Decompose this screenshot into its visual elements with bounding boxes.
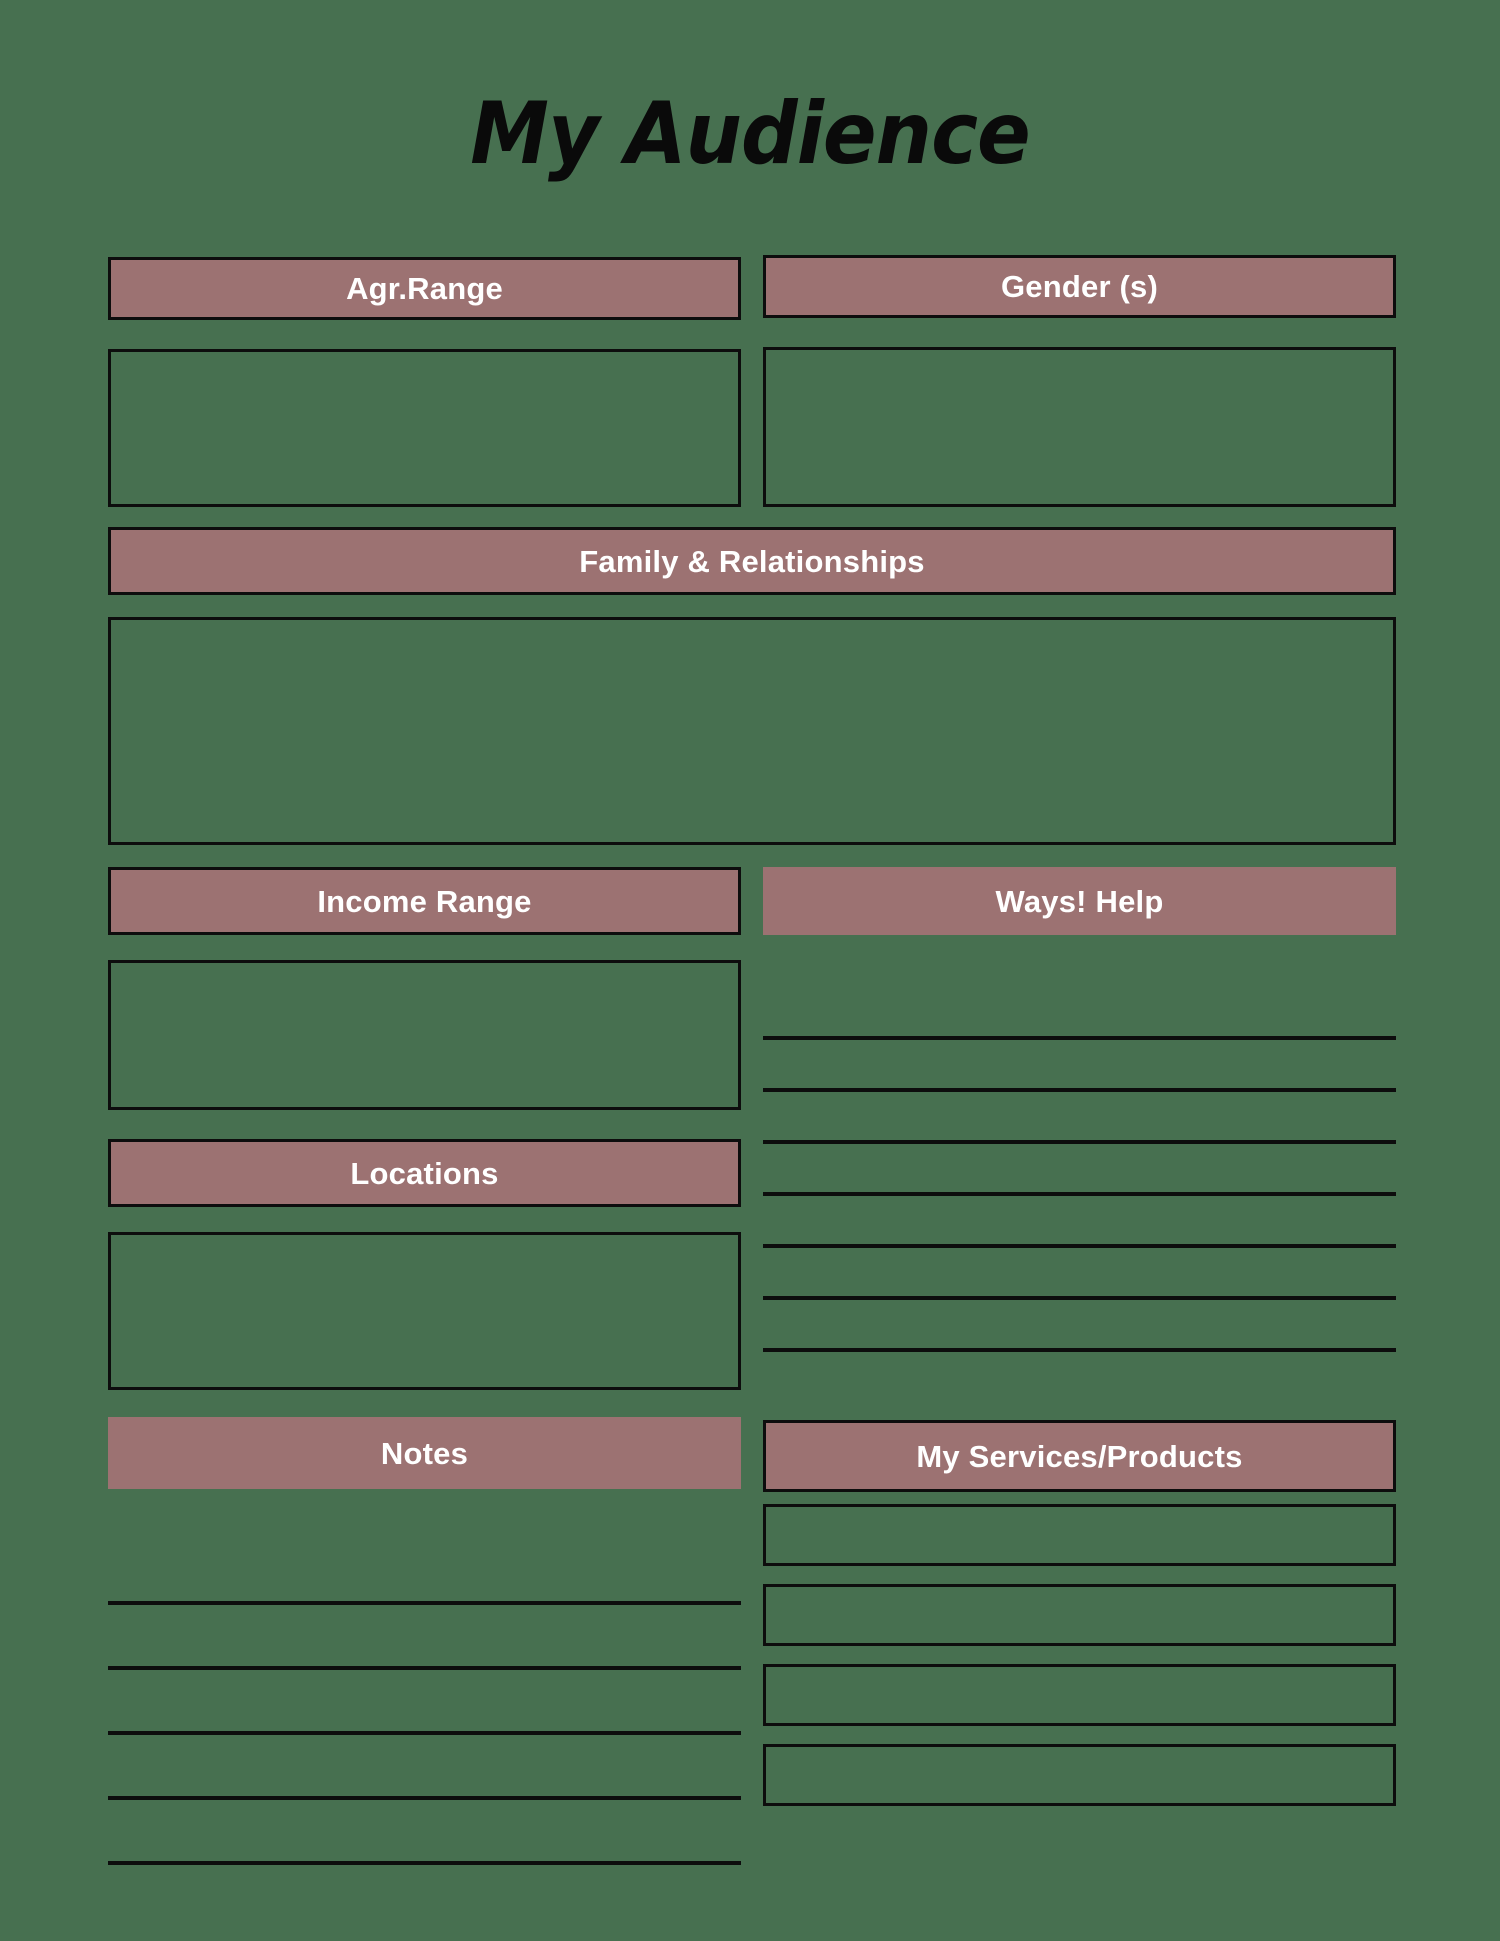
section-header-ways-help-label: Ways! Help (995, 883, 1164, 919)
writing-line[interactable] (763, 988, 1396, 1040)
writing-lines-notes[interactable] (108, 1540, 741, 1865)
writing-line[interactable] (763, 1092, 1396, 1144)
section-header-notes-label: Notes (380, 1435, 469, 1471)
section-header-family-relationships-label: Family & Relationships (579, 543, 925, 579)
writing-line[interactable] (763, 1040, 1396, 1092)
section-header-ways-help: Ways! Help (763, 867, 1396, 935)
section-header-income-range-label: Income Range (317, 883, 532, 919)
writing-line[interactable] (108, 1540, 741, 1605)
section-header-age-range-label: Agr.Range (346, 271, 503, 306)
writing-line[interactable] (763, 1144, 1396, 1196)
page-title: My Audience (470, 84, 1031, 184)
section-header-services-products-label: My Services/Products (916, 1438, 1243, 1474)
writing-line[interactable] (108, 1670, 741, 1735)
input-family-relationships[interactable] (108, 617, 1396, 845)
input-service-product[interactable] (763, 1744, 1396, 1806)
input-service-product[interactable] (763, 1664, 1396, 1726)
services-products-list (763, 1504, 1396, 1824)
input-locations[interactable] (108, 1232, 741, 1390)
section-header-services-products: My Services/Products (763, 1420, 1396, 1492)
section-header-gender: Gender (s) (763, 255, 1396, 318)
writing-line[interactable] (108, 1800, 741, 1865)
writing-lines-ways-help[interactable] (763, 988, 1396, 1352)
section-header-locations-label: Locations (350, 1155, 499, 1191)
input-income-range[interactable] (108, 960, 741, 1110)
section-header-income-range: Income Range (108, 867, 741, 935)
writing-line[interactable] (108, 1735, 741, 1800)
section-header-locations: Locations (108, 1139, 741, 1207)
writing-line[interactable] (763, 1196, 1396, 1248)
section-header-gender-label: Gender (s) (1000, 269, 1159, 304)
input-service-product[interactable] (763, 1584, 1396, 1646)
writing-line[interactable] (763, 1300, 1396, 1352)
writing-line[interactable] (763, 1248, 1396, 1300)
writing-line[interactable] (108, 1605, 741, 1670)
section-header-family-relationships: Family & Relationships (108, 527, 1396, 595)
section-header-notes: Notes (108, 1417, 741, 1489)
input-service-product[interactable] (763, 1504, 1396, 1566)
input-gender[interactable] (763, 347, 1396, 507)
section-header-age-range: Agr.Range (108, 257, 741, 320)
input-age-range[interactable] (108, 349, 741, 507)
